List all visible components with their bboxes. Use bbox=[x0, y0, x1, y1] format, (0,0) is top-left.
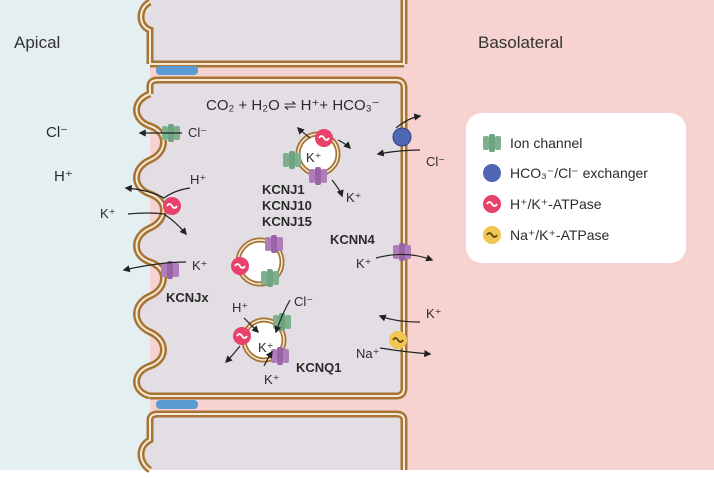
vesicle1-k-inside: K⁺ bbox=[306, 150, 322, 165]
basolateral-label: Basolateral bbox=[478, 33, 563, 52]
kcnn4-label: KCNN4 bbox=[330, 232, 376, 247]
kcnq1-label: KCNQ1 bbox=[296, 360, 342, 375]
vesicle1-channel-green-icon bbox=[283, 151, 301, 169]
nak-atpase-icon bbox=[388, 330, 408, 350]
apical-lumen bbox=[0, 0, 150, 470]
legend-exchanger-icon bbox=[483, 164, 501, 182]
kcnn4-channel-icon bbox=[393, 243, 411, 261]
upper-cell bbox=[142, 0, 404, 64]
legend-hk-atpase-icon bbox=[482, 194, 502, 214]
vesicle1-hk-atpase-icon bbox=[314, 128, 334, 148]
h-pump-label: H⁺ bbox=[190, 172, 206, 187]
vesicle3-channel-purple-icon bbox=[271, 347, 289, 365]
legend-item-exchanger: HCO₃⁻/Cl⁻ exchanger bbox=[510, 165, 648, 181]
tight-junction-bottom bbox=[156, 400, 198, 409]
tight-junction-top bbox=[156, 66, 198, 75]
nak-k-label: K⁺ bbox=[426, 306, 442, 321]
apical-hk-atpase-icon bbox=[162, 196, 182, 216]
vesicle1-k-outside: K⁺ bbox=[346, 190, 362, 205]
carbonic-equation: CO₂ + H₂O ⇌ H⁺+ HCO₃⁻ bbox=[206, 97, 380, 114]
v3-k-outside: K⁺ bbox=[264, 372, 280, 387]
cl-channel-label: Cl⁻ bbox=[188, 125, 207, 140]
vesicle2-channel-green-icon bbox=[261, 269, 279, 287]
kcnjx-label: KCNJx bbox=[166, 290, 209, 305]
vesicle1-channel-purple-icon bbox=[309, 167, 327, 185]
legend-box bbox=[466, 113, 686, 263]
nak-na-label: Na⁺ bbox=[356, 346, 379, 361]
exchanger-icon bbox=[392, 127, 412, 147]
legend-item-nak-atpase: Na⁺/K⁺-ATPase bbox=[510, 227, 610, 243]
legend-nak-atpase-icon bbox=[482, 225, 502, 245]
legend-item-ion-channel: Ion channel bbox=[510, 135, 582, 151]
kcnj15-label: KCNJ15 bbox=[262, 214, 312, 229]
vesicle3-hk-atpase-icon bbox=[232, 326, 252, 346]
legend-ion-channel-icon bbox=[483, 134, 501, 152]
kcnj1-label: KCNJ1 bbox=[262, 182, 305, 197]
kcnjx-k-label: K⁺ bbox=[192, 258, 208, 273]
vesicle2-hk-atpase-icon bbox=[230, 256, 250, 276]
exchanger-cl-label: Cl⁻ bbox=[426, 154, 445, 169]
v3-h-label: H⁺ bbox=[232, 300, 248, 315]
apical-label: Apical bbox=[14, 33, 60, 52]
apical-h-label: H⁺ bbox=[54, 168, 73, 185]
lower-cell bbox=[141, 414, 404, 470]
kcnn4-k-label: K⁺ bbox=[356, 256, 372, 271]
v3-cl-label: Cl⁻ bbox=[294, 294, 313, 309]
vesicle2-channel-purple-icon bbox=[265, 235, 283, 253]
apical-cl-label: Cl⁻ bbox=[46, 124, 68, 141]
legend-item-hk-atpase: H⁺/K⁺-ATPase bbox=[510, 196, 602, 212]
k-pump-label: K⁺ bbox=[100, 206, 116, 221]
kcnj10-label: KCNJ10 bbox=[262, 198, 312, 213]
